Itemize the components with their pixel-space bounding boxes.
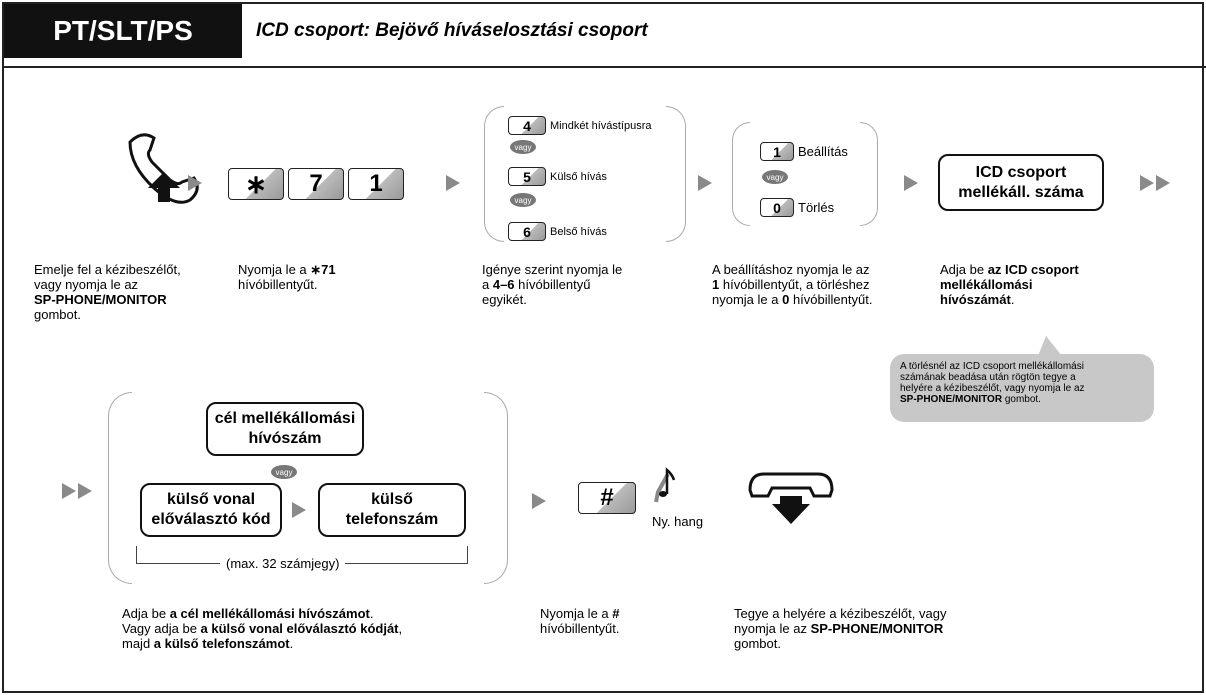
key-1[interactable]: 1 bbox=[348, 168, 404, 200]
tone-label: Ny. hang bbox=[652, 514, 704, 529]
handset-on-hook-icon bbox=[748, 472, 834, 524]
tone-note-icon bbox=[654, 467, 676, 503]
step8-description: Tegye a helyére a kézibeszélőt, vagy nyo… bbox=[734, 606, 947, 651]
key-7[interactable]: 7 bbox=[288, 168, 344, 200]
step1-description: Emelje fel a kézibeszélőt, vagy nyomja l… bbox=[34, 262, 181, 322]
flow-arrow bbox=[446, 175, 460, 191]
option-label-both: Mindkét hívástípusra bbox=[550, 120, 652, 132]
continue-arrow bbox=[62, 483, 76, 499]
key-hash[interactable]: # bbox=[578, 482, 636, 514]
step2-description: Nyomja le a ∗71 hívóbillentyűt. bbox=[238, 262, 336, 292]
option-label-set: Beállítás bbox=[798, 144, 848, 159]
option-bracket-left bbox=[732, 122, 750, 226]
continue-arrow bbox=[78, 483, 92, 499]
option-bracket-right bbox=[666, 106, 686, 242]
page-title: ICD csoport: Bejövő híváselosztási csopo… bbox=[256, 20, 648, 41]
continue-arrow bbox=[1156, 175, 1170, 191]
flow-arrow bbox=[698, 175, 712, 191]
note-bubble-tail bbox=[1038, 336, 1062, 356]
continue-arrow bbox=[1140, 175, 1154, 191]
group-bracket-left bbox=[108, 392, 132, 584]
or-badge: vagy bbox=[271, 465, 297, 479]
handset-off-hook-icon bbox=[128, 133, 199, 204]
option-label-internal: Belső hívás bbox=[550, 226, 607, 238]
or-badge: vagy bbox=[762, 170, 788, 184]
flow-arrow bbox=[188, 175, 202, 191]
flow-arrow bbox=[532, 493, 546, 509]
step4-description: A beállításhoz nyomja le az 1 hívóbillen… bbox=[712, 262, 873, 307]
max-digits-label: (max. 32 számjegy) bbox=[220, 556, 346, 571]
option-bracket-right bbox=[860, 122, 878, 226]
option-label-external: Külső hívás bbox=[550, 171, 607, 183]
key-star[interactable]: ∗ bbox=[228, 168, 284, 200]
step7-description: Nyomja le a # hívóbillentyűt. bbox=[540, 606, 620, 636]
option-label-clear: Törlés bbox=[798, 200, 835, 215]
key-6[interactable]: 6 bbox=[508, 222, 546, 241]
option-bracket-left bbox=[484, 106, 504, 242]
or-badge: vagy bbox=[510, 193, 536, 207]
flow-arrow bbox=[292, 502, 306, 518]
key-5[interactable]: 5 bbox=[508, 167, 546, 186]
step3-description: Igénye szerint nyomja le a 4–6 hívóbille… bbox=[482, 262, 623, 307]
key-4[interactable]: 4 bbox=[508, 116, 546, 135]
key-1-set[interactable]: 1 bbox=[760, 142, 794, 161]
step6-description: Adja be a cél mellékállomási hívószámot.… bbox=[122, 606, 403, 651]
step5-description: Adja be az ICD csoport mellékállomási hí… bbox=[940, 262, 1079, 307]
note-bubble: A törlésnél az ICD csoport mellékállomás… bbox=[890, 354, 1154, 422]
header: PT/SLT/PS ICD csoport: Bejövő híváselosz… bbox=[4, 4, 1206, 68]
key-0-clear[interactable]: 0 bbox=[760, 198, 794, 217]
header-divider bbox=[4, 66, 1206, 68]
device-badge: PT/SLT/PS bbox=[4, 4, 242, 58]
or-badge: vagy bbox=[510, 140, 536, 154]
flow-arrow bbox=[904, 175, 918, 191]
group-bracket-right bbox=[484, 392, 508, 584]
